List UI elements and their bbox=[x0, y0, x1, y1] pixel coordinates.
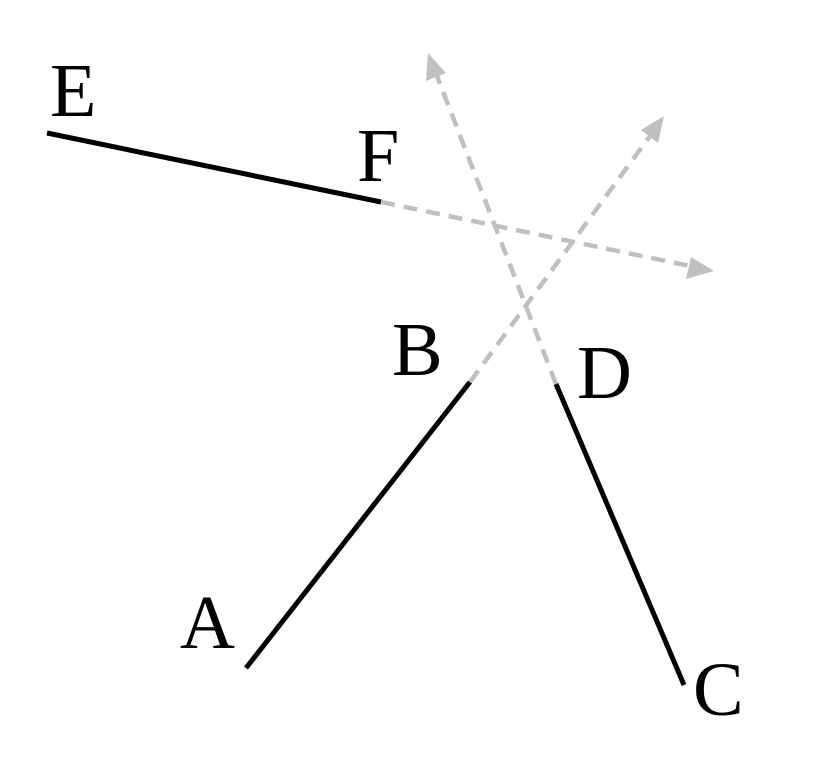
extension-arrowhead-b bbox=[641, 116, 664, 143]
label-point-f: F bbox=[357, 114, 399, 198]
segment-ab bbox=[244, 380, 472, 670]
extension-arrowhead-f bbox=[686, 257, 714, 279]
label-point-a: A bbox=[180, 581, 235, 665]
segment-ef bbox=[46, 130, 382, 205]
segment-cd bbox=[553, 383, 687, 686]
extension-ray-from-b bbox=[468, 134, 652, 384]
label-point-d: D bbox=[577, 331, 632, 415]
extension-arrowhead-d bbox=[426, 53, 446, 81]
label-point-c: C bbox=[693, 648, 744, 732]
extension-ray-from-f bbox=[380, 199, 691, 269]
extension-ray-from-d bbox=[434, 75, 559, 385]
label-point-e: E bbox=[50, 49, 96, 133]
label-point-b: B bbox=[392, 308, 443, 392]
